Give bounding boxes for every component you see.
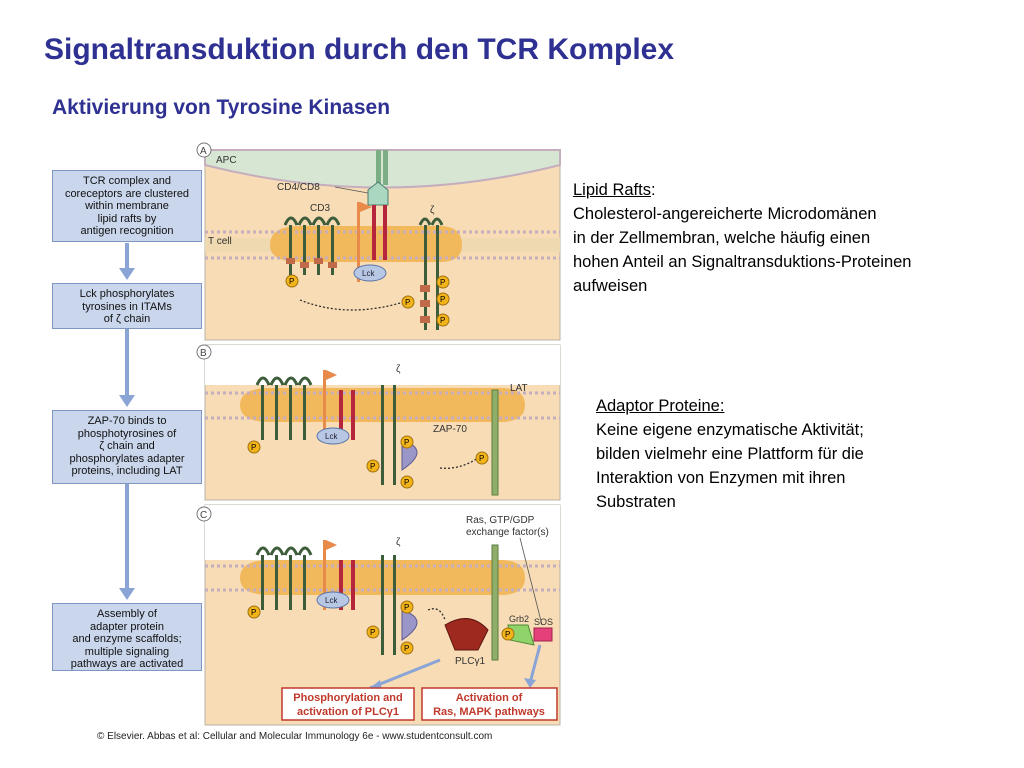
step-box-3: ZAP-70 binds to phosphotyrosines of ζ ch…	[52, 410, 202, 484]
cd4cd8-label: CD4/CD8	[277, 182, 320, 193]
step-box-1: TCR complex and coreceptors are clustere…	[52, 170, 202, 242]
cd3-label: CD3	[310, 203, 330, 214]
step-3-line: ZAP-70 binds to	[87, 415, 167, 427]
step-1-line: TCR complex and	[82, 175, 172, 187]
panel-b: B LAT ZAP-70 ζ Lck P P P P P	[196, 344, 561, 501]
step-3-line: ζ chain and	[99, 440, 155, 452]
step-2-line: of ζ chain	[103, 313, 151, 325]
svg-text:P: P	[479, 454, 484, 463]
outcome-ras-box	[421, 687, 558, 721]
svg-text:P: P	[251, 608, 256, 617]
outcome-ras-line1: Activation of	[456, 692, 523, 704]
ras-label-2: exchange factor(s)	[466, 527, 549, 538]
step-3-line: phosphotyrosines of	[77, 427, 177, 440]
adaptor-heading: Adaptor Proteine:	[596, 397, 725, 415]
step-1-line: coreceptors are clustered	[64, 187, 190, 200]
ras-label-1: Ras, GTP/GDP	[466, 515, 535, 526]
step-4-line: and enzyme scaffolds;	[72, 633, 182, 645]
page-subtitle: Aktivierung von Tyrosine Kinasen	[52, 96, 391, 119]
panel-c-letter: C	[200, 510, 207, 521]
lipid-rafts-line: aufweisen	[573, 277, 648, 295]
outcome-ras-line2: Ras, MAPK pathways	[433, 706, 545, 718]
step-1-line: antigen recognition	[80, 225, 174, 237]
svg-text:Lck: Lck	[325, 432, 338, 441]
adaptor-proteins-note: Adaptor Proteine: Keine eigene enzymatis…	[596, 394, 864, 514]
svg-text:P: P	[440, 278, 445, 287]
step-3-line: proteins, including LAT	[71, 465, 183, 477]
svg-text:P: P	[289, 277, 294, 286]
step-4-line: adapter protein	[90, 620, 164, 633]
panel-b-letter: B	[200, 348, 207, 359]
cd3-chains-a	[283, 216, 341, 275]
outcome-plc-line1: Phosphorylation and	[293, 692, 402, 704]
outcome-plc-box	[281, 687, 415, 721]
step-box-4: Assembly of adapter protein and enzyme s…	[52, 603, 202, 671]
lipid-rafts-line: Cholesterol-angereicherte Microdomänen	[573, 205, 877, 223]
sos[interactable]	[533, 627, 553, 642]
lck-b[interactable]	[316, 427, 350, 445]
svg-text:P: P	[370, 462, 375, 471]
lck-a[interactable]	[353, 264, 387, 282]
step-1-line: lipid rafts by	[97, 212, 157, 225]
page-title: Signaltransduktion durch den TCR Komplex	[44, 33, 675, 66]
adaptor-line: Keine eigene enzymatische Aktivität;	[596, 421, 864, 439]
plc-label: PLCγ1	[455, 656, 485, 667]
outcome-plc-line2: activation of PLCγ1	[297, 706, 399, 718]
zeta-label-b: ζ	[396, 364, 401, 375]
lipid-rafts-line: hohen Anteil an Signaltransduktions-Prot…	[573, 253, 912, 271]
phospho-c: P P P P P	[247, 600, 515, 655]
panel-a: A APC CD4/CD8 CD3 T cell ζ	[196, 142, 561, 341]
sos-label: SOS	[534, 617, 553, 627]
phospho-a: P P P P P	[285, 274, 450, 327]
lck-c[interactable]	[316, 591, 350, 609]
zeta-label-c: ζ	[396, 537, 401, 548]
grb2-label: Grb2	[509, 614, 529, 624]
panel-a-letter: A	[200, 146, 207, 157]
zap70-label: ZAP-70	[433, 424, 467, 435]
step-4-line: multiple signaling	[84, 645, 170, 658]
adaptor-line: Interaktion von Enzymen mit ihren	[596, 469, 846, 487]
apc-label: APC	[216, 155, 237, 166]
mhc-tcr-complex-a	[367, 150, 389, 260]
lat-label-b: LAT	[510, 383, 528, 394]
lipid-rafts-heading-row: Lipid Rafts:	[573, 178, 911, 202]
lipid-rafts-note: Lipid Rafts: Cholesterol-angereicherte M…	[573, 178, 911, 298]
phospho-b: P P P P P	[247, 435, 489, 489]
svg-text:P: P	[505, 630, 510, 639]
step-arrows	[119, 243, 135, 600]
step-4-line: pathways are activated	[70, 658, 184, 670]
step-1-line: within membrane	[85, 200, 169, 212]
tcell-label: T cell	[208, 236, 232, 247]
svg-text:P: P	[404, 478, 409, 487]
step-2-line: tyrosines in ITAMs	[82, 300, 172, 313]
zeta-label-a: ζ	[430, 205, 435, 216]
step-4-line: Assembly of	[97, 608, 157, 620]
svg-text:P: P	[440, 295, 445, 304]
lipid-rafts-heading: Lipid Rafts	[573, 181, 651, 199]
coreceptor-a	[357, 202, 372, 282]
plc-gamma1[interactable]	[444, 618, 489, 651]
svg-text:P: P	[404, 603, 409, 612]
step-3-line: phosphorylates adapter	[69, 452, 185, 465]
lipid-rafts-line: in der Zellmembran, welche häufig einen	[573, 229, 871, 247]
lipid-rafts-colon: :	[650, 181, 656, 199]
step-2-line: Lck phosphorylates	[79, 288, 175, 300]
svg-text:P: P	[404, 644, 409, 653]
panel-c: C Ras, GTP/GDP exchange factor(s) ζ Grb2…	[196, 504, 561, 726]
svg-text:P: P	[440, 316, 445, 325]
svg-text:P: P	[251, 443, 256, 452]
cd3-chains-b	[255, 376, 313, 440]
adaptor-line: Substraten	[596, 493, 676, 511]
svg-text:Lck: Lck	[325, 596, 338, 605]
svg-text:P: P	[405, 298, 410, 307]
adaptor-line: bilden vielmehr eine Plattform für die	[596, 445, 864, 463]
svg-text:P: P	[404, 438, 409, 447]
step-box-2: Lck phosphorylates tyrosines in ITAMs of…	[52, 283, 202, 329]
zeta-chains-a	[418, 217, 444, 330]
svg-text:P: P	[370, 628, 375, 637]
copyright-notice: © Elsevier. Abbas et al: Cellular and Mo…	[97, 731, 493, 742]
svg-text:Lck: Lck	[362, 269, 375, 278]
